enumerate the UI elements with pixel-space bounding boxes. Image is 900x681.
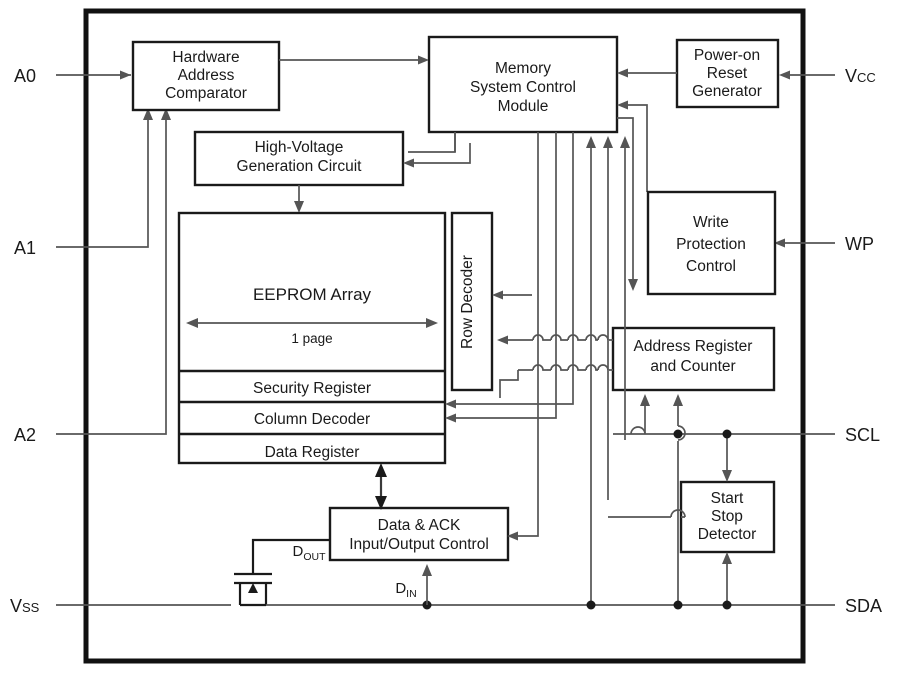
- pin-label-scl: SCL: [845, 425, 880, 445]
- data-ack-line2: Input/Output Control: [349, 536, 489, 553]
- one-page-label: 1 page: [291, 331, 332, 346]
- arrowhead-a2: [161, 108, 171, 120]
- junction-dot-sda-bus4: [586, 600, 596, 610]
- wire-addrreg-out-upper: [502, 334, 613, 341]
- pin-label-vss: VSS: [10, 596, 40, 616]
- arrowhead-a0: [120, 70, 131, 80]
- block-high-voltage-generation-circuit[interactable]: [193, 130, 405, 187]
- arrowhead-por-to-memctrl: [617, 68, 628, 78]
- wire-memctrl-left-branch: [408, 132, 456, 153]
- arrowhead-one-page-left: [186, 318, 198, 328]
- wire-addrreg-lower-route: [499, 370, 519, 390]
- arrowhead-rowdec-input-2: [492, 290, 503, 300]
- power-on-reset-line3: Generator: [692, 83, 762, 100]
- high-voltage-generation-line1: High-Voltage: [255, 139, 344, 156]
- arrowhead-bus-6-to-memctrl: [620, 136, 630, 148]
- arrowhead-addrreg-upper-to-rowdec: [497, 335, 508, 345]
- wire-addrreg-out-lower: [518, 364, 613, 371]
- arrowhead-comparator-to-memctrl: [418, 55, 429, 65]
- security-register-label: Security Register: [253, 380, 371, 397]
- arrowhead-hv-to-eeprom: [294, 201, 304, 213]
- write-protection-line1: Write: [693, 214, 729, 231]
- arrowhead-bus-1-to-dataack: [507, 531, 518, 541]
- hardware-address-comparator-line1: Hardware: [172, 49, 239, 66]
- block-memory-system-control-module[interactable]: [427, 35, 619, 134]
- arrowhead-wp-to-memctrl: [617, 100, 628, 110]
- start-stop-detector-line3: Detector: [698, 526, 757, 543]
- data-register-label: Data Register: [265, 444, 360, 461]
- junction-dot-sda-addrreg: [673, 600, 683, 610]
- address-register-line1: Address Register: [634, 338, 753, 355]
- pin-label-sda: SDA: [845, 596, 882, 616]
- pin-label-vcc: VCC: [845, 66, 876, 86]
- wire-memctrl-to-hv: [408, 143, 471, 164]
- write-protection-line2: Protection: [676, 236, 746, 253]
- wire-bus-3: [450, 132, 574, 405]
- arrowhead-a1: [143, 108, 153, 120]
- hardware-address-comparator-line3: Comparator: [165, 85, 247, 102]
- power-on-reset-line1: Power-on: [694, 47, 760, 64]
- wire-a1: [56, 112, 149, 248]
- arrowhead-memctrl-to-addrreg: [628, 279, 638, 291]
- block-power-on-reset-generator[interactable]: [675, 38, 780, 109]
- block-eeprom-group: [177, 211, 447, 465]
- address-register-line2: and Counter: [650, 358, 735, 375]
- arrowhead-bus-4-to-memctrl: [586, 136, 596, 148]
- block-start-stop-detector[interactable]: [679, 480, 776, 554]
- memory-system-control-line2: System Control: [470, 79, 576, 96]
- wire-a2: [56, 112, 167, 435]
- arrowhead-to-datareg: [375, 463, 387, 477]
- block-write-protection-control[interactable]: [646, 190, 777, 296]
- arrowhead-sda-to-startstop: [722, 552, 732, 564]
- block-address-register-and-counter[interactable]: [611, 326, 776, 392]
- din-label: DIN: [395, 580, 416, 600]
- memory-system-control-line1: Memory: [495, 60, 551, 77]
- pin-label-wp: WP: [845, 234, 874, 254]
- block-hardware-address-comparator[interactable]: [131, 40, 281, 112]
- arrowhead-bus-2-to-coldec: [445, 413, 456, 423]
- column-decoder-label: Column Decoder: [254, 411, 370, 428]
- block-data-ack-input-output-control[interactable]: [328, 506, 510, 562]
- row-decoder-label: Row Decoder: [459, 255, 476, 349]
- junction-dot-scl-startstop: [722, 429, 732, 439]
- pin-label-a0: A0: [14, 66, 36, 86]
- write-protection-line3: Control: [686, 258, 736, 275]
- block-row-decoder[interactable]: [450, 211, 494, 392]
- arrowhead-wp: [774, 238, 785, 248]
- junction-dot-scl-addrreg: [673, 429, 683, 439]
- arrowhead-sda-to-addrreg: [673, 394, 683, 406]
- wire-bus-1: [512, 132, 539, 537]
- arrowhead-one-page-right: [426, 318, 438, 328]
- memory-system-control-line3: Module: [498, 98, 549, 115]
- wire-startstop-out: [608, 509, 686, 518]
- start-stop-detector-line2: Stop: [711, 508, 743, 525]
- wire-wp-to-memctrl: [622, 104, 648, 192]
- power-on-reset-line2: Reset: [707, 65, 748, 82]
- start-stop-detector-line1: Start: [711, 490, 744, 507]
- chip-boundary: [83, 8, 806, 664]
- hop-scl-over-vertical: [630, 426, 646, 435]
- dout-label: DOUT: [292, 543, 326, 563]
- pin-label-a1: A1: [14, 238, 36, 258]
- fet-body-arrow: [248, 583, 258, 593]
- hardware-address-comparator-line2: Address: [178, 67, 235, 84]
- arrowhead-bus-3-to-secreg: [445, 399, 456, 409]
- arrowhead-din: [422, 564, 432, 576]
- wire-memctrl-to-addrreg: [617, 117, 634, 285]
- arrowhead-vcc: [779, 70, 790, 80]
- pin-label-a2: A2: [14, 425, 36, 445]
- high-voltage-generation-line2: Generation Circuit: [237, 158, 363, 175]
- arrowhead-scl-to-startstop: [722, 470, 732, 482]
- fet-gate-lead: [251, 538, 330, 574]
- arrowhead-to-dataack: [375, 496, 387, 510]
- arrowhead-bus-5-to-memctrl: [603, 136, 613, 148]
- junction-dot-sda-startstop: [722, 600, 732, 610]
- eeprom-array-label: EEPROM Array: [253, 285, 372, 304]
- data-ack-line1: Data & ACK: [378, 517, 461, 534]
- arrowhead-memctrl-to-hv: [403, 158, 414, 168]
- arrowhead-scl-to-addrreg: [640, 394, 650, 406]
- wire-bus-2: [450, 132, 557, 419]
